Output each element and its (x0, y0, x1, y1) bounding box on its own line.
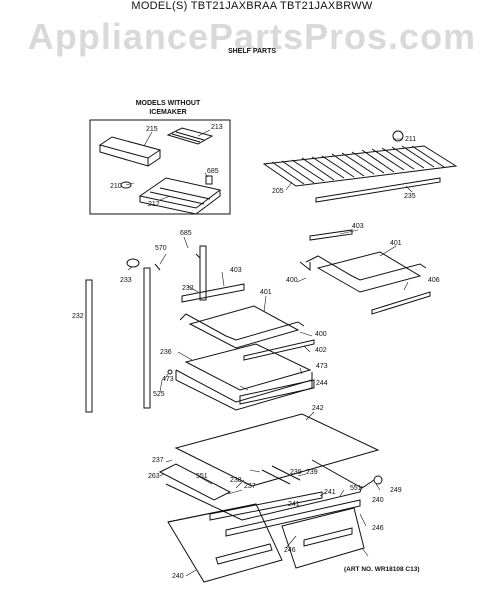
shelf-401-middle (179, 305, 315, 361)
part-label: 401 (390, 240, 402, 247)
part-label: 233 (120, 277, 132, 284)
section-title: SHELF PARTS (227, 48, 277, 55)
crisper-drawer-right (281, 507, 365, 569)
part-label: 236 (160, 349, 172, 356)
part-label: 205 (272, 188, 284, 195)
part-label: 232 (72, 313, 84, 320)
part-233 (126, 258, 140, 268)
part-label: 212 (148, 201, 160, 208)
part-label: 246 (284, 547, 296, 554)
part-label: 211 (405, 136, 416, 143)
part-label: 473 (316, 363, 328, 370)
watermark: AppliancePartsPros.com (27, 16, 477, 57)
post-232 (199, 245, 207, 301)
screw-685 (195, 253, 201, 259)
part-label: 525 (153, 391, 165, 398)
part-label: 406 (428, 277, 440, 284)
part-label: 551 (350, 485, 362, 492)
part-label: 402 (315, 347, 327, 354)
cover-glass-242 (174, 413, 380, 487)
part-label: 473 (162, 376, 174, 383)
leader-lines (125, 129, 413, 577)
part-label: 249 (390, 487, 402, 494)
part-label: 685 (207, 168, 219, 175)
part-label: 570 (155, 245, 167, 252)
model-title: MODEL(S) TBT21JAXBRAA TBT21JAXBRWW (131, 0, 373, 12)
part-label: 240 (372, 497, 384, 504)
screw-473 (167, 369, 173, 375)
shelf-236-473 (175, 343, 315, 411)
part-label: 403 (352, 223, 364, 230)
part-label: 685 (180, 230, 192, 237)
part-label: 401 (260, 289, 272, 296)
part-249 (373, 475, 383, 485)
part-label: 237 (244, 483, 256, 490)
part-label: 403 (230, 267, 242, 274)
crisper-frame (158, 459, 375, 537)
part-label: 240 (172, 573, 184, 580)
trim-403 (181, 283, 245, 303)
part-211 (392, 130, 404, 142)
part-label: 400 (286, 277, 298, 284)
part-label: 241 (288, 501, 300, 508)
clip-210 (120, 181, 132, 189)
crisper-drawer-left (167, 503, 283, 583)
inset-label: MODELS WITHOUT ICEMAKER (135, 100, 201, 116)
part-label: 263 (148, 473, 160, 480)
part-label: 238 (230, 477, 242, 484)
part-label: 239 (306, 469, 318, 476)
part-label: 213 (211, 124, 223, 131)
ladder-232 (143, 267, 151, 409)
inset-box (89, 119, 231, 215)
part-label: 215 (146, 126, 158, 133)
screw-570 (154, 263, 161, 271)
icemaker-bin-left (98, 136, 162, 167)
rail-232-left (85, 279, 93, 413)
part-label: 244 (316, 380, 328, 387)
part-label: 210 (110, 183, 122, 190)
art-number: (ART NO. WR18108 C13) (344, 566, 420, 573)
icemaker-tray-212 (138, 177, 222, 215)
part-label: 237 (152, 457, 164, 464)
part-label: 241 (324, 489, 336, 496)
wire-shelf-205 (262, 145, 458, 187)
part-labels: 215 213 211 685 210 212 205 235 403 401 … (72, 124, 440, 580)
part-label: 239 (290, 469, 302, 476)
part-label: 232 (182, 285, 194, 292)
icemaker-tray-213 (166, 127, 214, 145)
shelf-401-right (299, 229, 431, 315)
part-label: 242 (312, 405, 324, 412)
shelf-trim-235 (315, 177, 441, 203)
part-label: 400 (315, 331, 327, 338)
part-label: 551 (196, 473, 208, 480)
part-label: 235 (404, 193, 416, 200)
part-label: 246 (372, 525, 384, 532)
part-685-inset (205, 175, 213, 185)
